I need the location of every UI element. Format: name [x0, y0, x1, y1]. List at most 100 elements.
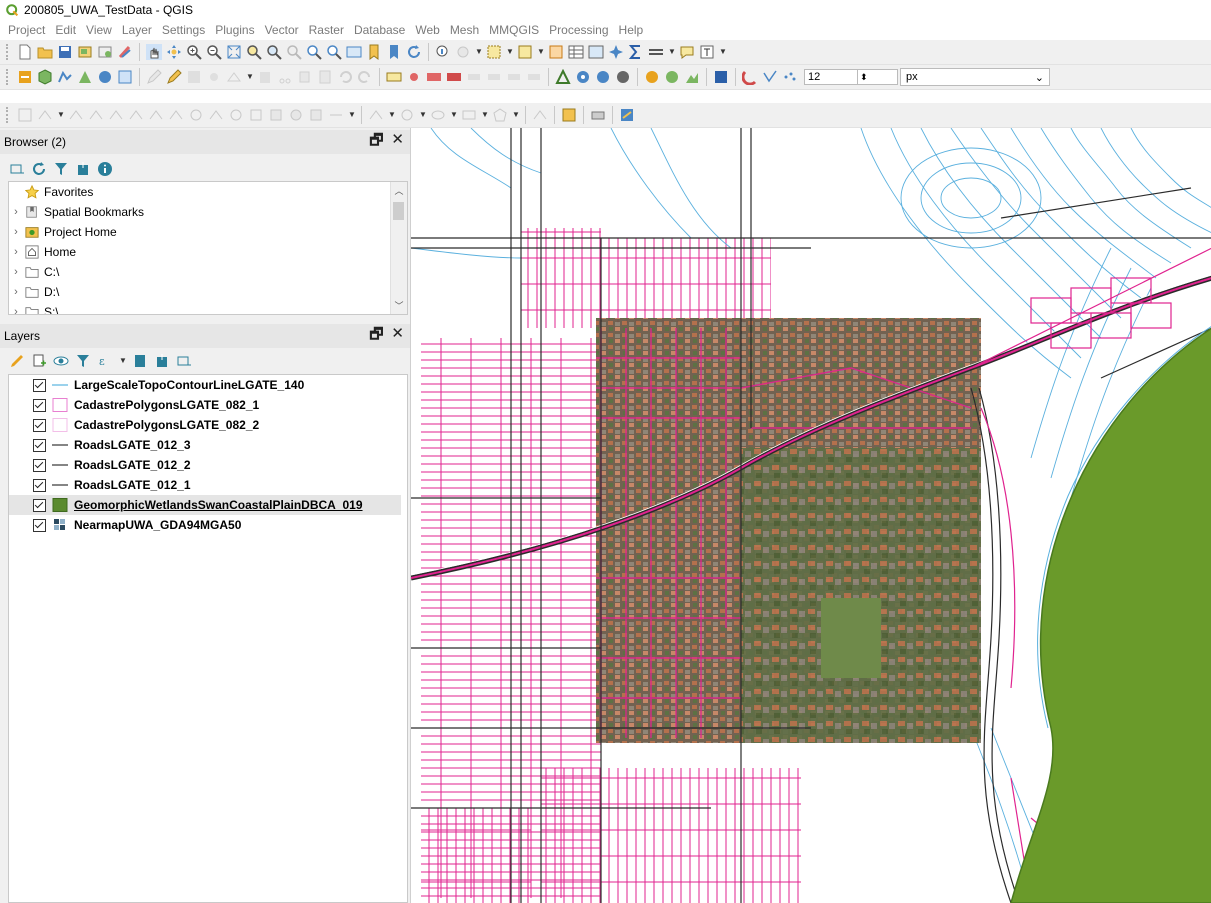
save-project-icon[interactable] — [57, 44, 73, 60]
chevron-down-icon[interactable]: ▼ — [57, 110, 65, 119]
add-raster-layer-icon[interactable] — [77, 69, 93, 85]
add-circle-icon[interactable] — [399, 107, 415, 123]
layer-visibility-checkbox[interactable] — [33, 518, 46, 532]
label-properties-icon[interactable] — [526, 69, 542, 85]
cut-features-icon[interactable] — [277, 69, 293, 85]
chevron-down-icon[interactable]: ▼ — [537, 47, 545, 56]
layer-row-cadastre-1[interactable]: CadastrePolygonsLGATE_082_1 — [9, 395, 407, 415]
new-project-icon[interactable] — [17, 44, 33, 60]
layer-visibility-checkbox[interactable] — [33, 398, 46, 412]
plugin-tool-icon[interactable] — [644, 69, 660, 85]
vertex-snap-icon[interactable] — [762, 69, 778, 85]
digitize-icon[interactable] — [17, 107, 33, 123]
browser-scrollbar[interactable]: ︿ ﹀ — [390, 182, 407, 314]
triangle-tool-icon[interactable] — [555, 69, 571, 85]
vertex-tool-icon[interactable] — [226, 69, 242, 85]
geometry-checker-icon[interactable] — [595, 69, 611, 85]
filter-legend-icon[interactable] — [75, 353, 91, 369]
move-label-icon[interactable] — [466, 69, 482, 85]
delete-selected-icon[interactable] — [257, 69, 273, 85]
zoom-full-icon[interactable] — [226, 44, 242, 60]
zoom-next-icon[interactable] — [326, 44, 342, 60]
map-canvas[interactable] — [410, 128, 1211, 903]
layer-row-wetlands[interactable]: GeomorphicWetlandsSwanCoastalPlainDBCA_0… — [9, 495, 407, 515]
float-panel-icon[interactable]: 🗗 — [369, 131, 384, 149]
scroll-thumb[interactable] — [393, 202, 404, 220]
new-geopackage-icon[interactable] — [37, 69, 53, 85]
zoom-last-icon[interactable] — [306, 44, 322, 60]
identify-features-icon[interactable] — [435, 44, 451, 60]
trace-icon[interactable] — [532, 107, 548, 123]
reshape-icon[interactable] — [68, 107, 84, 123]
map-tips-icon[interactable] — [679, 44, 695, 60]
open-project-icon[interactable] — [37, 44, 53, 60]
chevron-down-icon[interactable]: ▼ — [512, 110, 520, 119]
print-icon[interactable] — [590, 107, 606, 123]
collapse-all-icon[interactable] — [75, 161, 91, 177]
pan-to-selection-icon[interactable] — [166, 44, 182, 60]
menu-project[interactable]: Project — [8, 23, 46, 37]
layer-visibility-checkbox[interactable] — [33, 478, 46, 492]
chevron-down-icon[interactable]: ▼ — [481, 110, 489, 119]
zoom-in-icon[interactable] — [186, 44, 202, 60]
menu-edit[interactable]: Edit — [55, 23, 77, 37]
layer-row-cadastre-2[interactable]: CadastrePolygonsLGATE_082_2 — [9, 415, 407, 435]
python-console-icon[interactable] — [619, 107, 635, 123]
chevron-right-icon[interactable]: › — [14, 286, 18, 298]
layer-visibility-checkbox[interactable] — [33, 438, 46, 452]
show-bookmarks-icon[interactable] — [386, 44, 402, 60]
chevron-down-icon[interactable]: ▼ — [668, 47, 676, 56]
simplify-icon[interactable] — [208, 107, 224, 123]
expand-all-icon[interactable] — [132, 353, 148, 369]
menu-database[interactable]: Database — [353, 23, 406, 37]
add-selected-layers-icon[interactable] — [9, 161, 25, 177]
undo-icon[interactable] — [337, 69, 353, 85]
chevron-right-icon[interactable]: › — [14, 306, 18, 315]
add-ring-icon[interactable] — [228, 107, 244, 123]
symbol-size-stepper[interactable]: ⬍ — [858, 69, 898, 85]
text-annotation-icon[interactable] — [699, 44, 715, 60]
menu-mmqgis[interactable]: MMQGIS — [489, 23, 540, 37]
change-label-icon[interactable] — [506, 69, 522, 85]
add-polygon-icon[interactable] — [492, 107, 508, 123]
topology-checker-icon[interactable] — [615, 69, 631, 85]
browser-item-d-drive[interactable]: › D:\ — [9, 282, 407, 302]
plugin-tool-2-icon[interactable] — [664, 69, 680, 85]
toolbar-grip[interactable] — [6, 44, 11, 60]
add-mesh-layer-icon[interactable] — [117, 69, 133, 85]
select-features-icon[interactable] — [486, 44, 502, 60]
new-bookmark-icon[interactable] — [366, 44, 382, 60]
add-ellipse-icon[interactable] — [430, 107, 446, 123]
help-contents-icon[interactable] — [713, 69, 729, 85]
toolbar-grip[interactable] — [6, 69, 11, 85]
layer-visibility-checkbox[interactable] — [33, 378, 46, 392]
layer-visibility-checkbox[interactable] — [33, 458, 46, 472]
redo-icon[interactable] — [357, 69, 373, 85]
deselect-all-icon[interactable] — [548, 44, 564, 60]
menu-mesh[interactable]: Mesh — [449, 23, 480, 37]
layer-row-roads-3[interactable]: RoadsLGATE_012_3 — [9, 435, 407, 455]
chevron-right-icon[interactable]: › — [14, 266, 18, 278]
rotate-point-icon[interactable] — [188, 107, 204, 123]
browser-item-spatial-bookmarks[interactable]: › Spatial Bookmarks — [9, 202, 407, 222]
georeferencer-icon[interactable] — [575, 69, 591, 85]
refresh-icon[interactable] — [406, 44, 422, 60]
advanced-digitize-icon[interactable] — [37, 107, 53, 123]
copy-features-icon[interactable] — [297, 69, 313, 85]
chevron-right-icon[interactable]: › — [14, 206, 18, 218]
browser-item-c-drive[interactable]: › C:\ — [9, 262, 407, 282]
show-hide-labels-icon[interactable] — [446, 69, 462, 85]
merge-features-icon[interactable] — [148, 107, 164, 123]
chevron-down-icon[interactable]: ▼ — [119, 356, 127, 365]
menu-layer[interactable]: Layer — [121, 23, 152, 37]
plugin-manager-icon[interactable] — [561, 107, 577, 123]
close-icon[interactable]: ✕ — [391, 324, 404, 342]
zoom-to-selection-icon[interactable] — [246, 44, 262, 60]
browser-item-home[interactable]: › Home — [9, 242, 407, 262]
zoom-out-icon[interactable] — [206, 44, 222, 60]
toggle-editing-icon[interactable] — [166, 69, 182, 85]
highlight-pinned-labels-icon[interactable] — [426, 69, 442, 85]
delete-part-icon[interactable] — [308, 107, 324, 123]
menu-raster[interactable]: Raster — [308, 23, 344, 37]
chevron-down-icon[interactable]: ﹀ — [394, 301, 404, 311]
